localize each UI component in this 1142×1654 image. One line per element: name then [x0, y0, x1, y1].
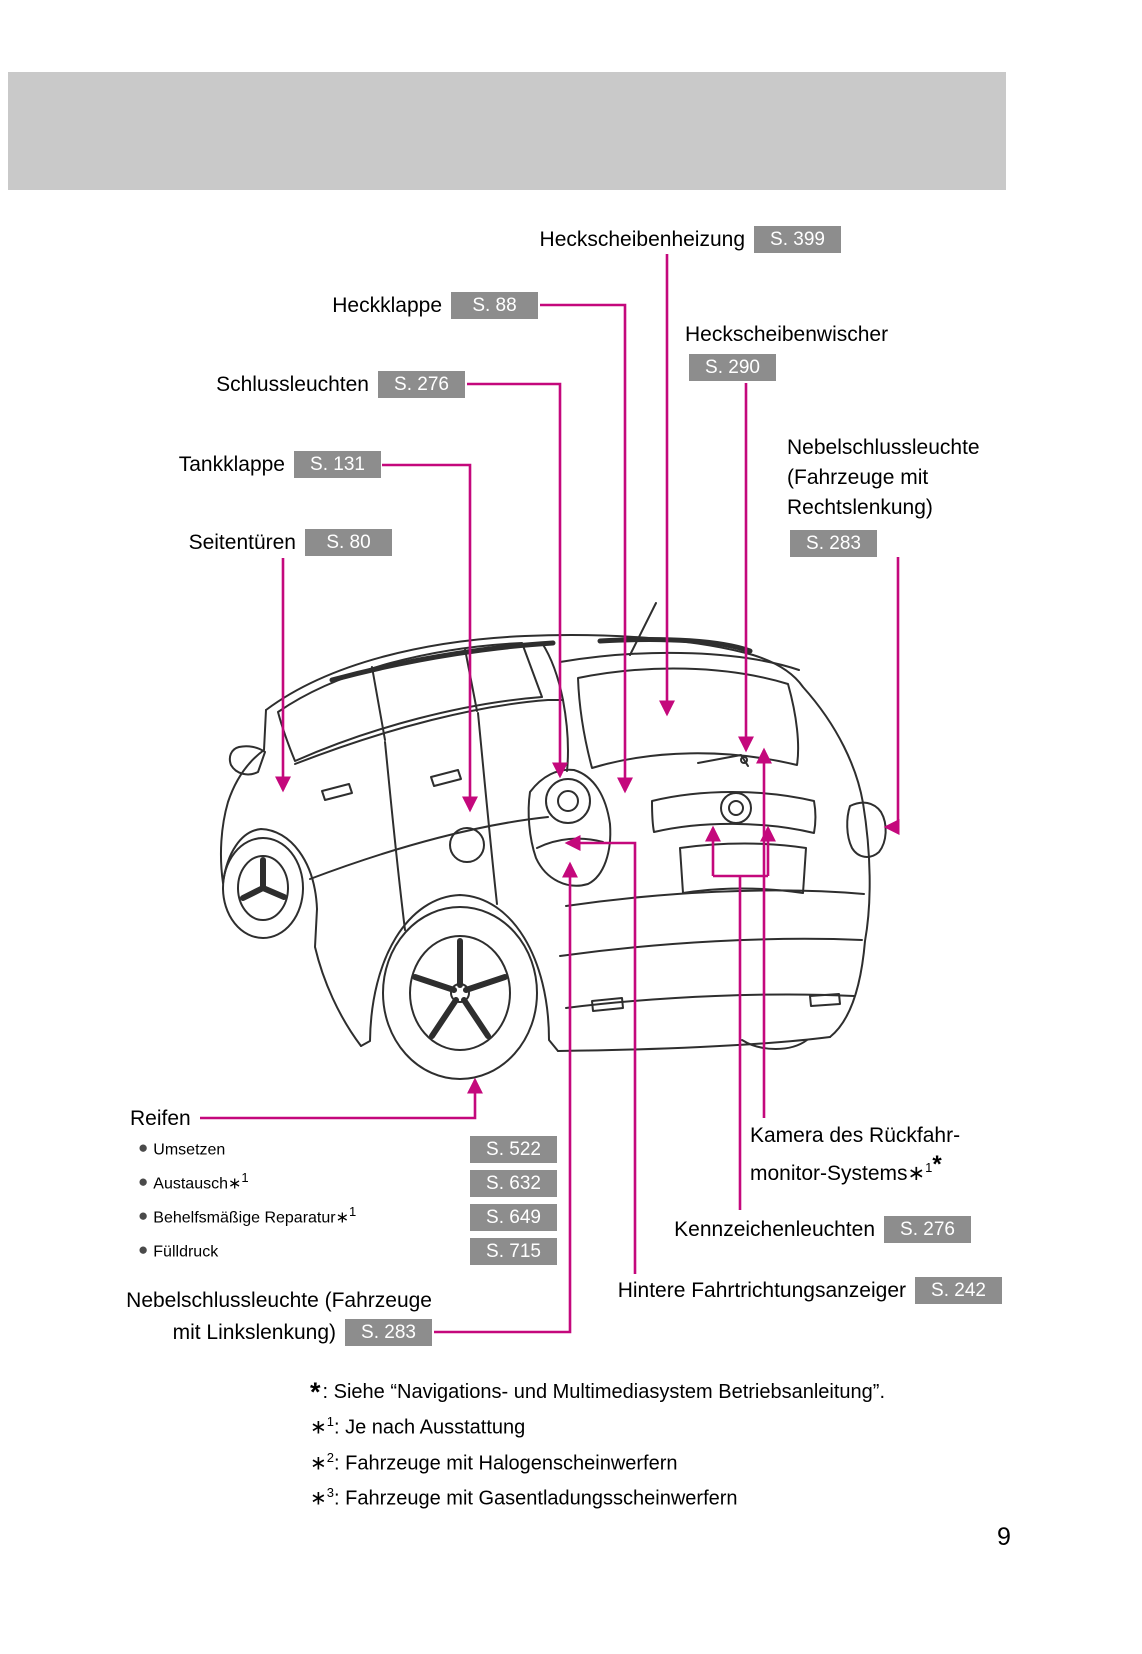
left-tail-light: [527, 768, 612, 887]
footnote-1: ∗1: Je nach Ausstattung: [310, 1414, 526, 1439]
label-reifen: Reifen: [130, 1107, 191, 1130]
callout-seitentueren: Seitentüren S. 80: [189, 529, 392, 556]
bullet-icon: ●: [138, 1206, 149, 1226]
tire-item: ●Umsetzen S. 522: [138, 1136, 568, 1170]
label-line: Nebelschlussleuchte (Fahrzeuge: [126, 1289, 432, 1312]
antenna: [629, 602, 657, 656]
callout-tankklappe: Tankklappe S. 131: [179, 451, 381, 478]
car-illustration: [219, 602, 887, 1080]
right-tail-light: [846, 801, 887, 858]
emblem: [720, 792, 752, 824]
reifen-items: ●Umsetzen S. 522 ●Austausch∗1 S. 632 ●Be…: [138, 1136, 568, 1272]
label-heckscheibenwischer: Heckscheibenwischer: [685, 323, 889, 346]
label-seitentueren: Seitentüren: [188, 531, 296, 554]
callout-heckscheibenheizung: Heckscheibenheizung S. 399: [540, 226, 841, 253]
bullet-icon: ●: [138, 1240, 149, 1260]
rear-window: [577, 667, 800, 769]
label-heckklappe: Heckklappe: [332, 294, 442, 317]
label-line: Nebelschlussleuchte: [787, 436, 980, 459]
tire-item-label: Austausch: [153, 1175, 228, 1193]
arrow-fahrtrichtungsanzeiger: [564, 834, 637, 1274]
bullet-icon: ●: [138, 1138, 149, 1158]
roof-rail: [597, 636, 753, 654]
label-line: monitor-Systems∗1*: [750, 1151, 942, 1186]
footnote-3: ∗3: Fahrzeuge mit Gasentladungsscheinwer…: [310, 1485, 738, 1510]
arrow-nebelschlussleuchte-rechtslenkung: [883, 557, 900, 836]
callout-nebelschlussleuchte-rechtslenkung: Nebelschlussleuchte (Fahrzeuge mit Recht…: [787, 433, 980, 557]
side-mirror: [228, 745, 266, 776]
page-ref-badge: S. 649: [470, 1204, 557, 1231]
label-line: Kamera des Rückfahr-: [750, 1124, 961, 1147]
page-ref-badge: S. 399: [754, 226, 841, 253]
callout-nebelschlussleuchte-linkslenkung: Nebelschlussleuchte (Fahrzeuge mit Links…: [90, 1287, 432, 1346]
page-ref-badge: S. 88: [451, 292, 538, 319]
callout-kennzeichenleuchten: Kennzeichenleuchten S. 276: [674, 1216, 971, 1243]
page-ref-badge: S. 632: [470, 1170, 557, 1197]
callout-heckscheibenwischer: Heckscheibenwischer S. 290: [685, 321, 888, 381]
tire-item: ●Behelfsmäßige Reparatur∗1 S. 649: [138, 1204, 568, 1238]
arrow-tankklappe: [382, 463, 479, 813]
page-ref-badge: S. 283: [790, 530, 877, 557]
fuel-door: [449, 827, 485, 863]
footnote-star: *: Siehe “Navigations- und Multimediasys…: [310, 1377, 886, 1407]
tire-item-label: Umsetzen: [153, 1141, 226, 1159]
footnote-2: ∗2: Fahrzeuge mit Halogenscheinwerfern: [310, 1449, 678, 1475]
page-ref-badge: S. 80: [305, 529, 392, 556]
callout-kamera: Kamera des Rückfahr- monitor-Systems∗1*: [750, 1120, 960, 1190]
header-bar: [8, 72, 1006, 190]
page-ref-badge: S. 276: [884, 1216, 971, 1243]
label-fahrtrichtungsanzeiger: Hintere Fahrtrichtungsanzeiger: [617, 1279, 906, 1302]
page-ref-badge: S. 242: [915, 1277, 1002, 1304]
label-line: Rechtslenkung): [787, 496, 933, 519]
page-ref-badge: S. 276: [378, 371, 465, 398]
door-handle: [321, 783, 353, 801]
footnote-star-marker: *: [932, 1151, 942, 1178]
tire-item: ●Fülldruck S. 715: [138, 1238, 568, 1272]
tire-item: ●Austausch∗1 S. 632: [138, 1170, 568, 1204]
label-tankklappe: Tankklappe: [178, 453, 285, 476]
callout-reifen-title: Reifen: [130, 1105, 191, 1132]
page-ref-badge: S. 290: [689, 354, 776, 381]
callout-hintere-fahrtrichtungsanzeiger: Hintere Fahrtrichtungsanzeiger S. 242: [618, 1277, 1002, 1304]
callout-heckklappe: Heckklappe S. 88: [332, 292, 538, 319]
tire-item-label: Fülldruck: [153, 1243, 219, 1261]
label-schlussleuchten: Schlussleuchten: [216, 373, 369, 396]
page-ref-badge: S. 522: [470, 1136, 557, 1163]
callout-schlussleuchten: Schlussleuchten S. 276: [216, 371, 465, 398]
label-line: mit Linkslenkung): [172, 1321, 336, 1344]
label-kennzeichenleuchten: Kennzeichenleuchten: [674, 1218, 875, 1241]
tire-item-label: Behelfsmäßige Reparatur: [153, 1209, 336, 1227]
label-line: (Fahrzeuge mit: [787, 466, 929, 489]
bullet-icon: ●: [138, 1172, 149, 1192]
label-heckscheibenheizung: Heckscheibenheizung: [539, 228, 745, 251]
page-ref-badge: S. 283: [345, 1319, 432, 1346]
arrow-schlussleuchten: [467, 382, 569, 779]
arrow-reifen: [200, 1077, 484, 1120]
rear-wiper: [697, 754, 749, 767]
front-wheel: [222, 837, 304, 939]
page-ref-badge: S. 715: [470, 1238, 557, 1265]
door-handle: [430, 769, 462, 787]
footnotes: *: Siehe “Navigations- und Multimediasys…: [310, 1377, 885, 1514]
page-ref-badge: S. 131: [294, 451, 381, 478]
roof-rail: [329, 640, 556, 683]
rear-wheel: [382, 906, 538, 1080]
tailgate-garnish: [651, 791, 817, 834]
page-number: 9: [997, 1523, 1011, 1551]
arrow-heckklappe: [540, 303, 634, 794]
license-plate-recess: [679, 842, 807, 894]
